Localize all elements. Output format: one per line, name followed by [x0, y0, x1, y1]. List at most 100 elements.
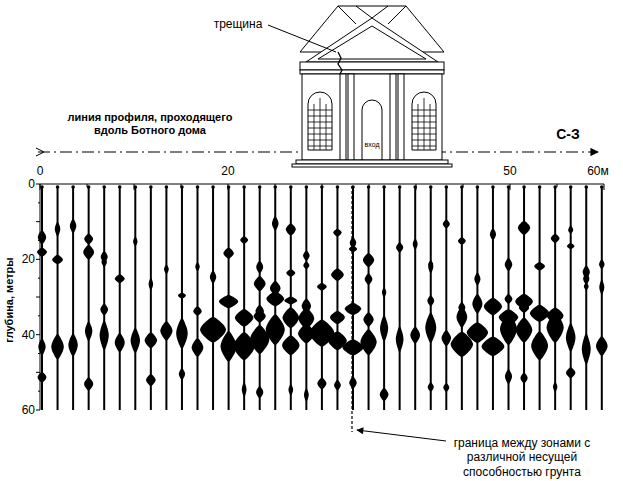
- amplitude-lobe: [223, 247, 233, 258]
- trace-head: [429, 185, 433, 189]
- amplitude-lobe: [413, 238, 418, 250]
- column: [340, 74, 346, 160]
- amplitude-lobe: [164, 264, 169, 274]
- crack: [338, 52, 342, 74]
- trace-line: [88, 186, 90, 410]
- amplitude-lobe: [84, 377, 93, 390]
- amplitude-lobe: [482, 337, 505, 357]
- axis-tick: [36, 184, 40, 185]
- amplitude-lobe: [382, 287, 386, 298]
- roof-edge: [338, 6, 356, 24]
- amplitude-lobe: [380, 315, 388, 342]
- amplitude-lobe: [518, 221, 530, 235]
- trace-line: [554, 186, 556, 410]
- axis-tick: [36, 259, 40, 260]
- distance-tick-label: 60м: [587, 164, 609, 178]
- trace-line: [134, 186, 136, 410]
- amplitude-lobe: [443, 220, 450, 229]
- amplitude-lobe: [342, 339, 363, 355]
- trace-head: [289, 185, 293, 189]
- amplitude-lobe: [52, 255, 63, 265]
- axis-tick: [36, 372, 40, 373]
- trace-head: [445, 185, 449, 189]
- profile-label: линия профиля, проходящего вдоль Ботного…: [55, 111, 245, 137]
- amplitude-lobe: [83, 245, 94, 260]
- depth-tick-label: 0: [28, 177, 35, 191]
- profile-start: [36, 148, 44, 156]
- leader-line: [268, 25, 336, 52]
- callout-label: трещина: [214, 17, 263, 31]
- amplitude-lobe: [427, 295, 434, 306]
- trace-head: [522, 185, 526, 189]
- amplitude-lobe: [484, 298, 502, 315]
- amplitude-lobe: [219, 295, 238, 308]
- door-label: вход: [365, 141, 380, 149]
- window-grid: [308, 98, 436, 150]
- trace-head: [367, 185, 371, 189]
- trace-line: [197, 186, 199, 410]
- column: [348, 74, 354, 160]
- seismic-trace: [451, 185, 473, 410]
- axis-tick: [38, 315, 40, 316]
- seismic-trace: [566, 185, 576, 410]
- trace-head: [273, 185, 277, 189]
- amplitude-lobe: [101, 251, 108, 263]
- amplitude-lobe: [345, 303, 362, 315]
- step: [292, 164, 452, 167]
- seismic-trace: [131, 185, 140, 410]
- seismic-trace: [380, 185, 389, 410]
- pediment: [306, 18, 438, 62]
- seismic-trace: [467, 185, 488, 410]
- amplitude-lobe: [551, 234, 560, 243]
- pediment-inner: [318, 26, 426, 59]
- trace-line: [336, 186, 338, 410]
- amplitude-lobe: [363, 253, 374, 267]
- amplitude-lobe: [396, 242, 403, 252]
- amplitude-lobe: [425, 312, 436, 343]
- amplitude-lobe: [505, 369, 512, 384]
- callout-label: граница между зонами с различной несущей…: [451, 436, 593, 479]
- amplitude-lobe: [505, 294, 513, 304]
- axis-tick: [38, 353, 40, 354]
- amplitude-lobe: [256, 386, 263, 399]
- amplitude-lobe: [284, 296, 297, 304]
- amplitude-lobe: [115, 274, 125, 283]
- distance-tick-label: 0: [37, 164, 44, 178]
- amplitude-lobe: [272, 216, 279, 231]
- amplitude-lobe: [115, 333, 125, 353]
- trace-head: [227, 185, 231, 189]
- seismic-trace: [515, 185, 533, 410]
- seismic-trace: [145, 185, 157, 410]
- amplitude-lobe: [505, 258, 513, 272]
- amplitude-lobe: [333, 229, 342, 237]
- trace-head: [56, 185, 60, 189]
- amplitude-lobe: [266, 314, 285, 345]
- trace-head: [491, 185, 495, 189]
- seismic-trace: [192, 185, 204, 410]
- trace-head: [382, 185, 386, 189]
- amplitude-lobe: [282, 335, 299, 355]
- trace-head: [584, 185, 588, 189]
- window: [412, 92, 436, 150]
- seismic-trace: [282, 185, 299, 410]
- amplitude-lobe: [553, 382, 557, 392]
- direction-label: С-З: [556, 126, 580, 143]
- axis-tick: [36, 297, 40, 298]
- amplitude-lobe: [242, 382, 247, 398]
- trace-line: [259, 186, 261, 410]
- axis-tick: [36, 334, 40, 335]
- amplitude-lobe: [240, 236, 248, 244]
- trace-line: [103, 186, 105, 410]
- amplitude-lobe: [298, 308, 314, 329]
- window: [308, 92, 332, 150]
- trace-line: [57, 186, 59, 410]
- seismic-trace: [596, 185, 608, 410]
- amplitude-lobe: [516, 318, 532, 343]
- amplitude-lobe: [456, 306, 467, 328]
- amplitude-lobe: [568, 227, 573, 234]
- amplitude-lobe: [286, 223, 296, 235]
- amplitude-lobe: [55, 221, 60, 236]
- seismic-trace: [328, 185, 347, 410]
- trace-line: [165, 186, 167, 410]
- amplitude-lobe: [599, 279, 604, 295]
